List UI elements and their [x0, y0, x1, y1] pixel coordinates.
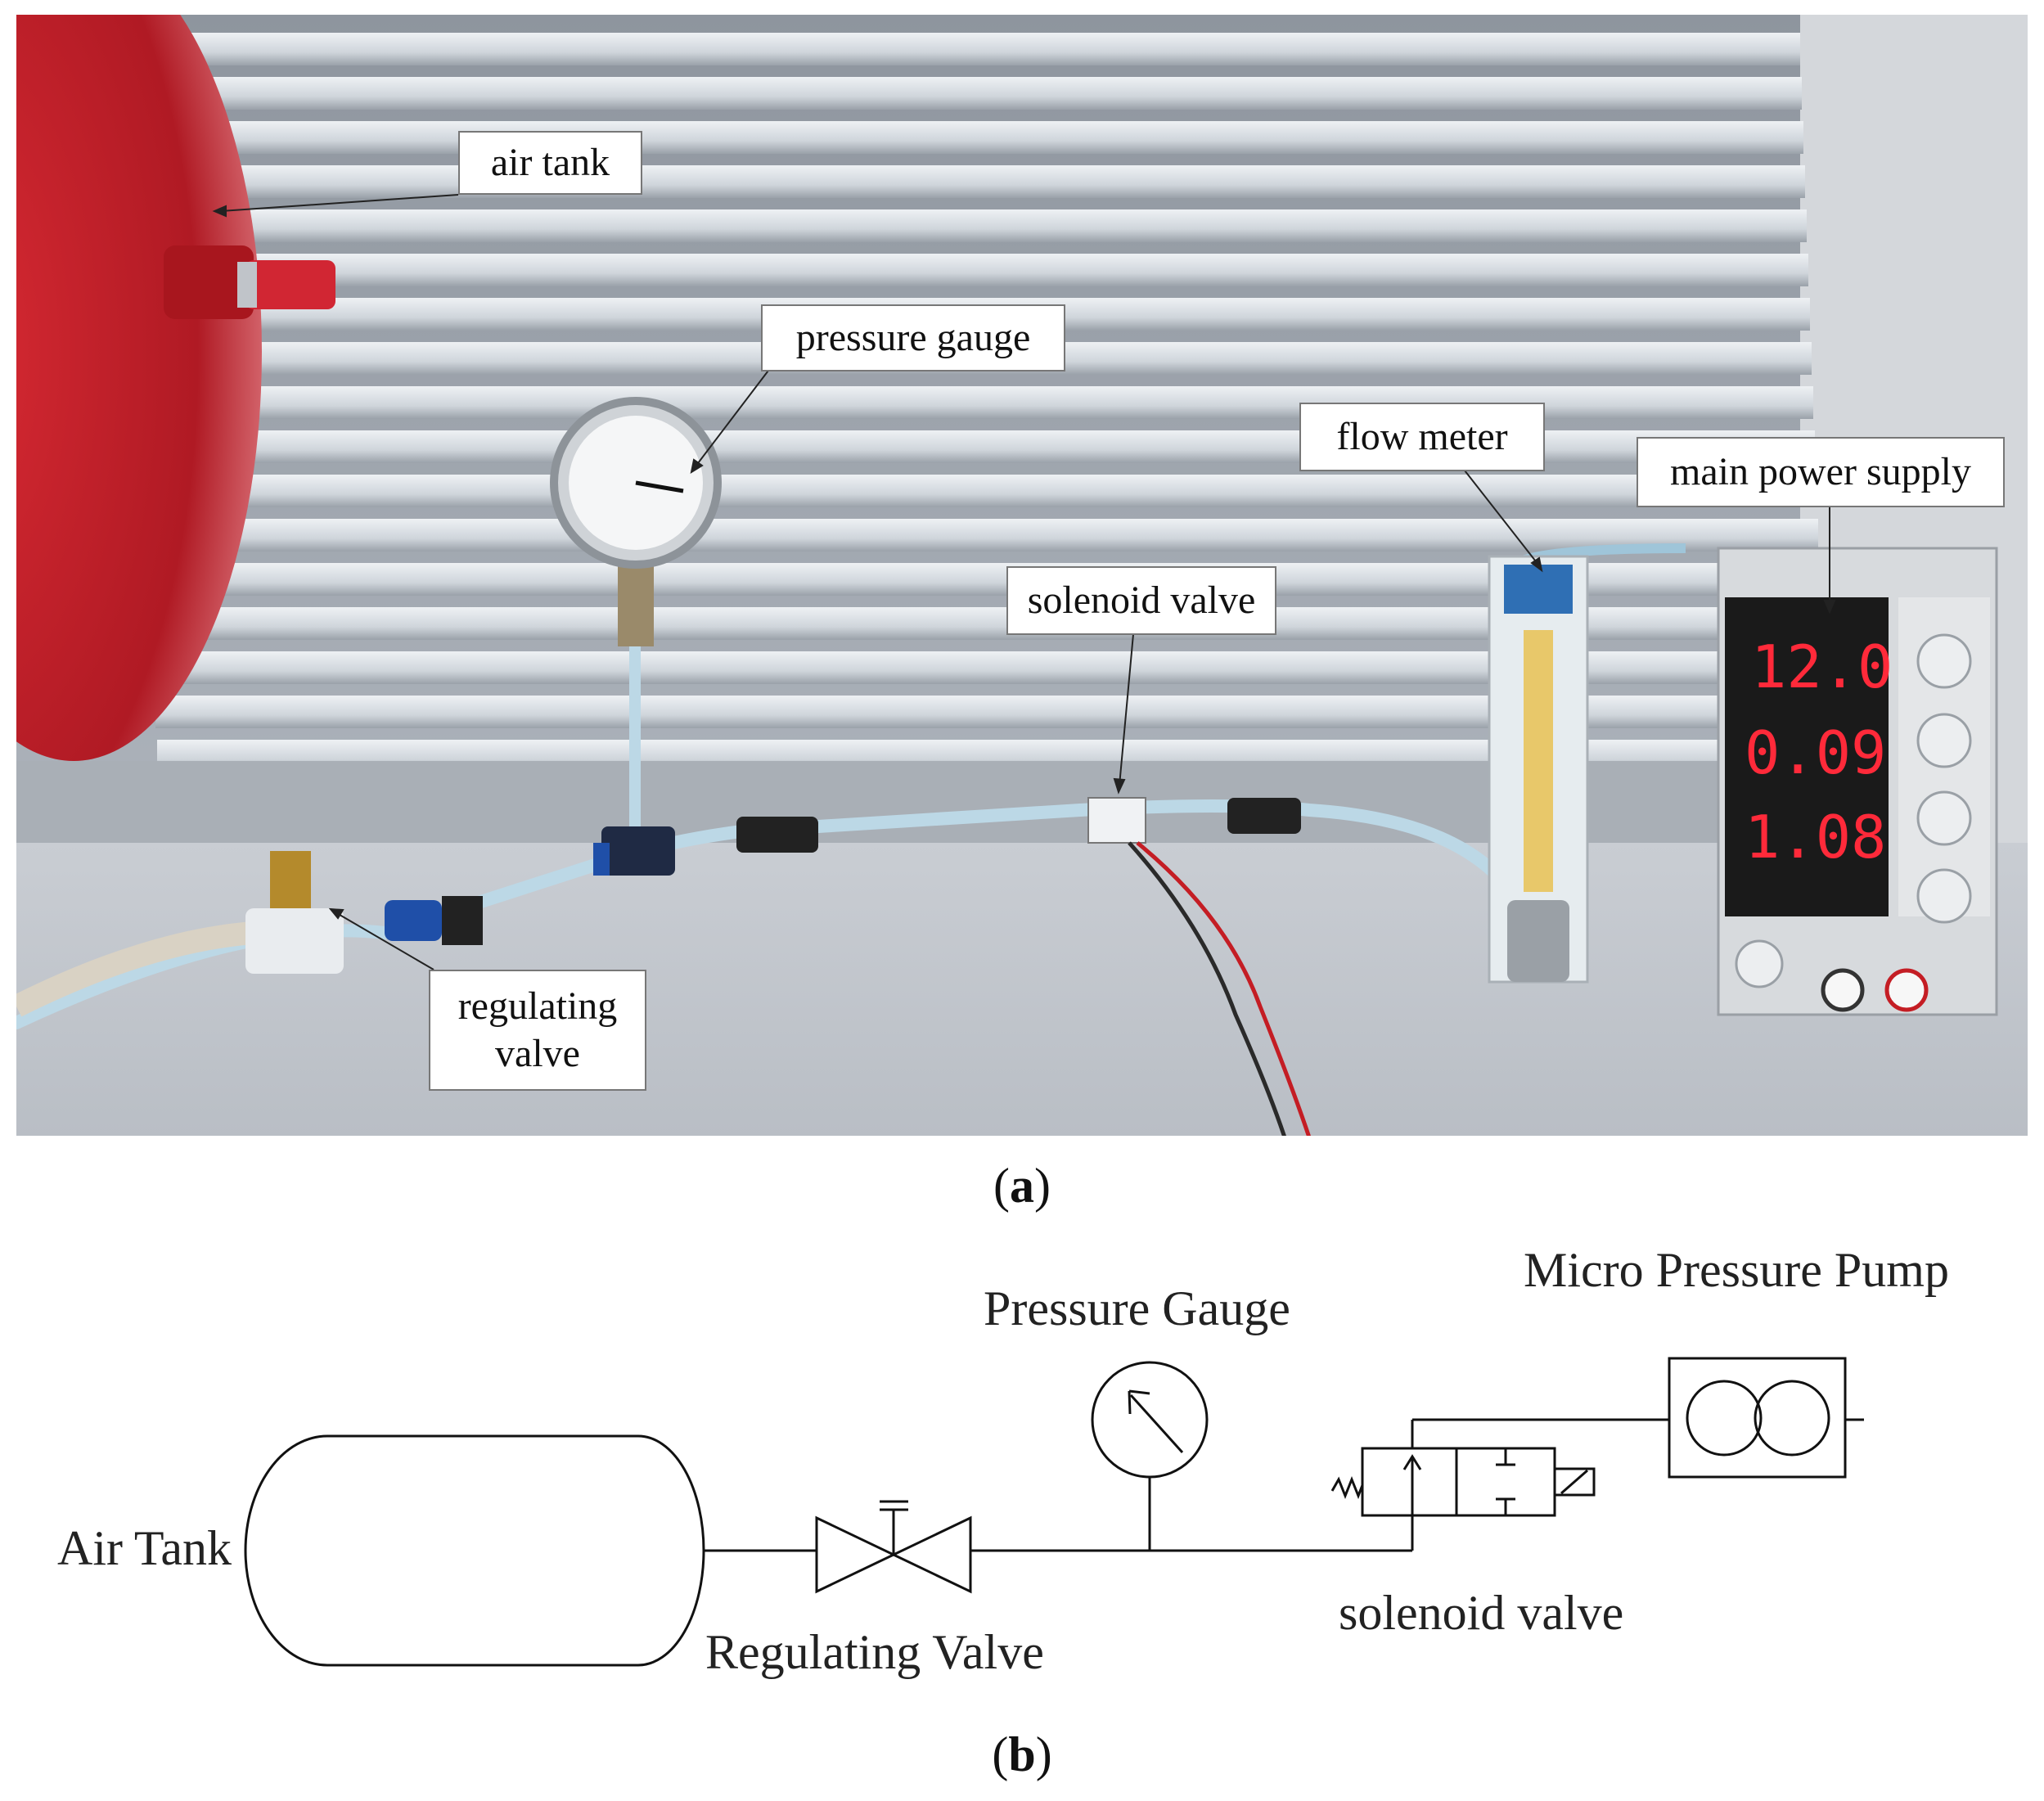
pump-rotor-right	[1754, 1380, 1830, 1457]
knob-1	[1916, 633, 1972, 689]
regulating-valve-body	[245, 908, 344, 974]
callout-flow-meter: flow meter	[1299, 403, 1545, 471]
solenoid-spring-icon	[1330, 1475, 1364, 1500]
tee-fitting-ring	[593, 843, 610, 876]
louver-slat	[139, 254, 1808, 286]
display-voltage: 12.0	[1751, 633, 1893, 701]
louver-slat	[144, 386, 1813, 419]
callout-main-power-supply: main power supply	[1637, 437, 2005, 507]
solenoid-coil	[1553, 1467, 1596, 1497]
leader-lines	[212, 194, 1836, 970]
callout-regulating-valve-line1: regulating	[457, 984, 618, 1029]
display-power: 1.08	[1745, 803, 1886, 871]
terminal-black	[1821, 968, 1865, 1012]
louver-slat	[133, 77, 1802, 110]
schematic-gauge-needle	[1129, 1394, 1184, 1454]
regulating-valve-knob	[270, 851, 311, 908]
power-button	[1735, 939, 1784, 988]
air-tank	[16, 15, 262, 761]
louver-slat	[147, 475, 1817, 507]
solenoid-wires-black	[1128, 841, 1286, 1136]
label-regulating-valve: Regulating Valve	[705, 1625, 1044, 1679]
gauge-stem	[618, 556, 654, 646]
schematic-solenoid-valve-right	[1455, 1447, 1556, 1517]
label-pressure-gauge: Pressure Gauge	[984, 1281, 1290, 1335]
label-micro-pressure-pump: Micro Pressure Pump	[1524, 1243, 1949, 1297]
louver-slat	[149, 519, 1818, 552]
terminal-red	[1884, 968, 1929, 1012]
display-current: 0.09	[1745, 718, 1886, 787]
tube-inlet	[16, 921, 255, 1017]
connector-2	[442, 896, 483, 945]
solenoid-block-bottom	[1496, 1497, 1515, 1515]
louver-slat	[131, 33, 1800, 65]
flow-meter-scale	[1524, 630, 1553, 892]
schematic-regulating-valve	[815, 1515, 972, 1594]
pump-rotor-left	[1686, 1380, 1763, 1457]
solenoid-coil-diag	[1560, 1469, 1588, 1495]
tee-fitting	[601, 826, 675, 876]
schematic-micro-pressure-pump	[1668, 1357, 1847, 1479]
flow-meter-label	[1504, 565, 1573, 614]
callout-air-tank: air tank	[458, 131, 642, 195]
schematic-pressure-gauge	[1091, 1361, 1209, 1479]
photo-panel: 12.0 0.09 1.08	[16, 15, 2028, 1136]
tank-fitting	[164, 245, 254, 319]
schematic-air-tank	[244, 1434, 705, 1667]
connector-1	[385, 900, 442, 941]
flow-meter-base	[1507, 900, 1569, 982]
caption-b-letter: b	[1008, 1727, 1036, 1781]
louver-slat	[137, 209, 1807, 242]
tank-valve	[245, 260, 335, 309]
caption-b: (b)	[992, 1727, 1052, 1781]
caption-a: (a)	[993, 1159, 1051, 1213]
table-surface	[16, 843, 2028, 1136]
knob-2	[1916, 713, 1972, 768]
gauge-needle	[635, 480, 684, 493]
label-air-tank: Air Tank	[57, 1521, 232, 1575]
louver-slat	[134, 121, 1803, 154]
connector-4	[1227, 798, 1301, 834]
schematic-gauge-arrowhead	[1128, 1389, 1150, 1415]
callout-regulating-valve-line2: valve	[495, 1032, 580, 1075]
tank-valve-nut	[237, 262, 257, 308]
callout-solenoid-valve: solenoid valve	[1006, 566, 1276, 635]
caption-a-letter: a	[1010, 1159, 1034, 1213]
schematic-solenoid-valve-left	[1361, 1447, 1458, 1517]
louver-slat	[146, 430, 1815, 463]
solenoid-block-top	[1496, 1448, 1515, 1466]
power-supply-display-panel	[1725, 597, 1889, 916]
solenoid-valve-body	[1087, 797, 1146, 844]
label-solenoid-valve: solenoid valve	[1339, 1586, 1624, 1640]
callout-regulating-valve: regulating valve	[429, 970, 646, 1091]
knob-3	[1916, 790, 1972, 846]
connector-3	[736, 817, 818, 853]
callout-pressure-gauge: pressure gauge	[761, 304, 1065, 371]
knob-4	[1916, 868, 1972, 924]
solenoid-arrowhead	[1402, 1454, 1422, 1470]
louver-slat	[136, 165, 1805, 198]
solenoid-wires	[1136, 841, 1311, 1136]
